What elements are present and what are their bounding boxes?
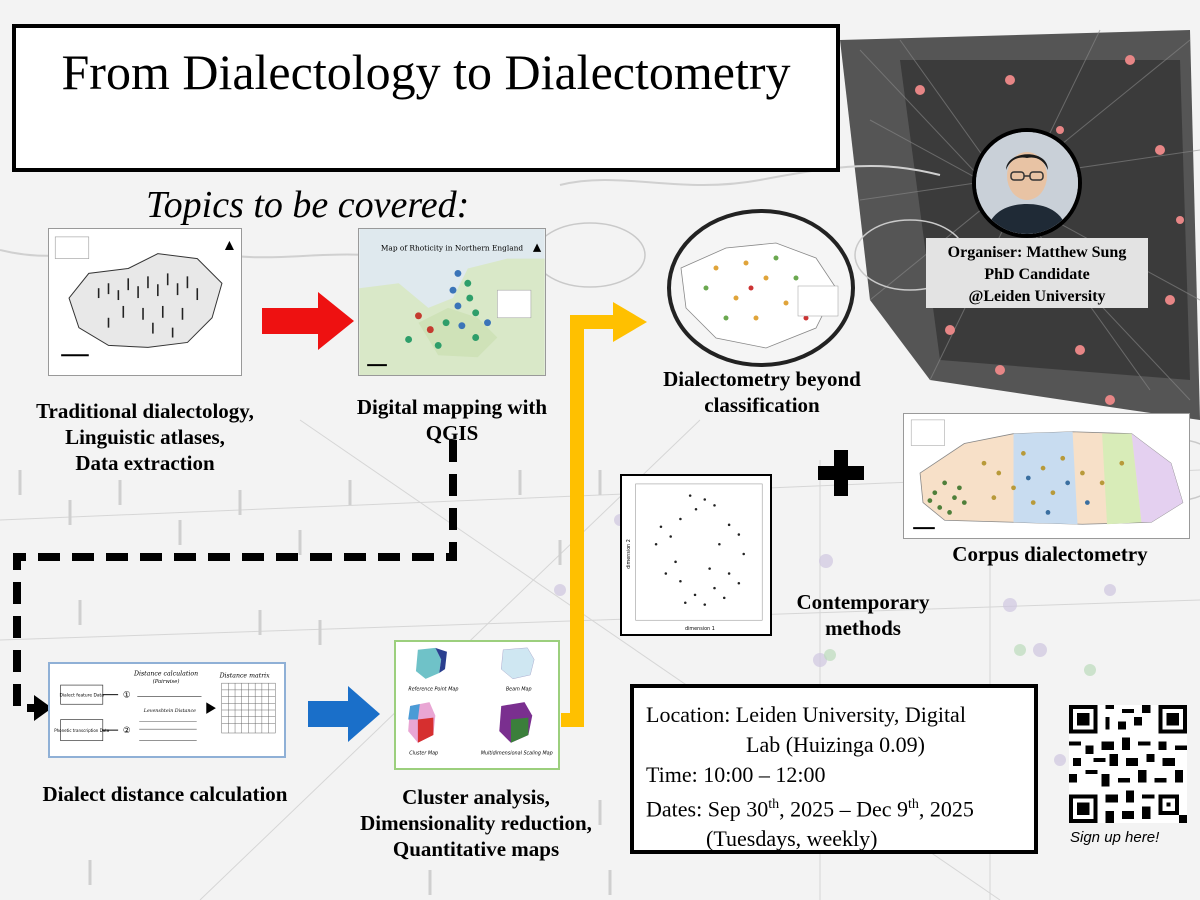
label-line: Traditional dialectology, <box>36 399 254 423</box>
event-info-box: Location: Leiden University, Digital Lab… <box>630 684 1038 854</box>
mds-plot-thumbnail: dimension 1 dimension 2 <box>620 474 772 636</box>
label-line: Linguistic atlases, <box>65 425 225 449</box>
label-line: Dimensionality reduction, <box>360 811 592 835</box>
corpus-dialectometry-label: Corpus dialectometry <box>952 542 1148 566</box>
organiser-affiliation: @Leiden University <box>968 288 1106 305</box>
location-line: Location: Leiden University, Digital <box>646 702 966 727</box>
organiser-name: Organiser: Matthew Sung <box>947 244 1127 261</box>
corpus-map-thumbnail <box>903 413 1190 539</box>
signup-caption: Sign up here! <box>1070 829 1160 846</box>
dates-text: , 2025 – Dec 9 <box>779 796 909 822</box>
beam-map-label: Beam Map <box>506 686 532 692</box>
organiser-box: Organiser: Matthew Sung PhD Candidate @L… <box>926 238 1148 308</box>
contemporary-methods-label: Contemporary methods <box>778 589 948 641</box>
cluster-map-label: Cluster Map <box>409 750 438 756</box>
dialect-feature-data-label: Dialect feature Data <box>59 693 104 699</box>
signup-qr-code[interactable] <box>1069 705 1187 823</box>
dates-line: Dates: Sep 30th, 2025 – Dec 9th, 2025 <box>646 790 1024 824</box>
label-line: Data extraction <box>75 451 215 475</box>
plus-icon <box>818 450 864 496</box>
dates-sup: th <box>908 797 919 812</box>
dates-text: Dates: Sep 30 <box>646 796 769 822</box>
poster-title: From Dialectology to Dialectometry <box>61 44 791 100</box>
levenshtein-label: Levenshtein Distance <box>143 708 196 714</box>
organiser-role: PhD Candidate <box>984 266 1090 283</box>
distance-matrix-title: Distance matrix <box>219 672 271 679</box>
cluster-analysis-label: Cluster analysis, Dimensionality reducti… <box>340 784 612 862</box>
label-line: Digital mapping with <box>356 395 548 419</box>
phonetic-data-label: Phonetic transcription Data <box>54 728 110 733</box>
distance-calc-title: Distance calculation <box>133 671 198 678</box>
black-dashed-arrow <box>13 440 457 721</box>
rhoticity-map-thumbnail: Map of Rhoticity in Northern England ▲ <box>358 228 546 376</box>
rhoticity-map-title: Map of Rhoticity in Northern England <box>381 244 523 253</box>
label-line: Contemporary <box>796 590 930 614</box>
svg-text:②: ② <box>123 726 131 736</box>
swiss-atlas-map-thumbnail: ▲ <box>48 228 242 376</box>
label-line: Quantitative maps <box>392 837 560 861</box>
distance-calc-subtitle: (Pairwise) <box>153 678 180 685</box>
svg-text:▲: ▲ <box>225 238 235 252</box>
label-line: Cluster analysis, <box>402 785 550 809</box>
distance-calculation-thumbnail: Distance calculation (Pairwise) Distance… <box>48 662 286 758</box>
label-line: methods <box>825 616 901 640</box>
time-line: Time: 10:00 – 12:00 <box>646 762 826 787</box>
label-line: Dialectometry beyond <box>663 367 861 391</box>
dates-text: , 2025 <box>918 796 974 822</box>
title-box: From Dialectology to Dialectometry <box>12 24 840 172</box>
mds-y-axis-label: dimension 2 <box>626 539 632 569</box>
svg-text:①: ① <box>123 691 131 701</box>
traditional-dialectology-label: Traditional dialectology, Linguistic atl… <box>20 398 270 476</box>
svg-text:▲: ▲ <box>533 241 542 254</box>
yellow-arrow <box>561 302 647 727</box>
person-icon <box>976 132 1078 234</box>
red-arrow <box>262 292 354 350</box>
dates-note: (Tuesdays, weekly) <box>706 826 878 852</box>
location-line-2: Lab (Huizinga 0.09) <box>746 732 925 757</box>
blue-arrow <box>308 686 380 742</box>
dialect-distance-label: Dialect distance calculation <box>42 782 288 806</box>
quantitative-maps-thumbnail: Reference Point Map Beam Map Cluster Map… <box>394 640 560 770</box>
dates-sup: th <box>768 797 780 812</box>
label-line: classification <box>704 393 820 417</box>
topics-subtitle: Topics to be covered: <box>146 184 470 226</box>
mds-map-label: Multidimensional Scaling Map <box>481 750 553 756</box>
dialect-change-map-thumbnail <box>667 209 855 367</box>
digital-mapping-label: Digital mapping with QGIS <box>340 394 564 446</box>
mds-x-axis-label: dimension 1 <box>685 626 715 632</box>
dialectometry-beyond-label: Dialectometry beyond classification <box>640 366 884 418</box>
reference-point-map-label: Reference Point Map <box>408 686 458 692</box>
organiser-photo <box>972 128 1082 238</box>
